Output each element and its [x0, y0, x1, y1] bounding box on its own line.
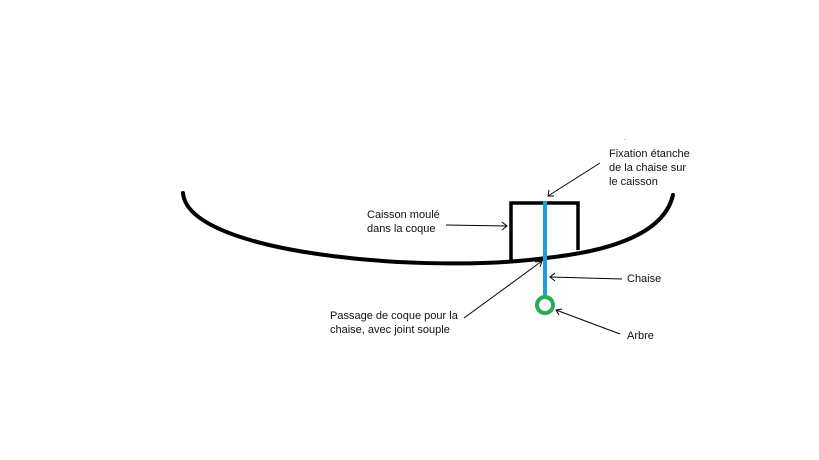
label-caisson: Caisson moulé dans la coque: [367, 208, 440, 236]
stray-dot: .: [624, 136, 626, 142]
label-caisson-line-1: Caisson moulé: [367, 209, 440, 221]
leader-chaise: [549, 272, 623, 282]
label-caisson-line-2: dans la coque: [367, 223, 436, 235]
label-passage-line-2: chaise, avec joint souple: [330, 324, 450, 336]
label-fixation: Fixation étanche de la chaise sur le cai…: [609, 147, 690, 189]
label-fixation-line-2: de la chaise sur: [609, 162, 687, 174]
hull-curve: [181, 191, 675, 266]
label-fixation-line-3: le caisson: [609, 176, 658, 188]
label-chaise-line-1: Chaise: [627, 273, 662, 285]
leader-passage: [463, 260, 543, 319]
label-fixation-line-1: Fixation étanche: [609, 148, 690, 160]
label-passage-line-1: Passage de coque pour la: [330, 310, 458, 322]
leader-fixation: [547, 162, 601, 197]
leader-arbre: [555, 308, 621, 335]
label-arbre: Arbre: [627, 329, 654, 343]
label-chaise: Chaise: [627, 272, 661, 286]
label-arbre-line-1: Arbre: [627, 330, 654, 342]
label-passage: Passage de coque pour la chaise, avec jo…: [330, 309, 458, 337]
leader-caisson: [445, 221, 508, 231]
arbre-shaft: [535, 295, 555, 315]
